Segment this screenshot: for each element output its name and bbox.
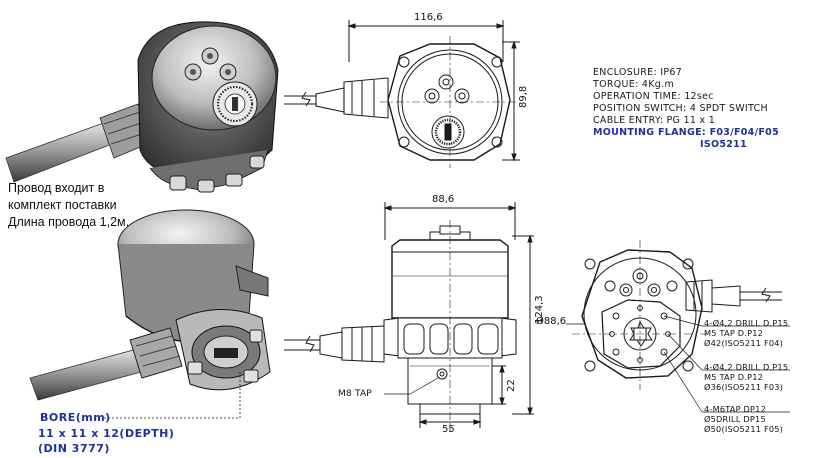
spec-cable-entry: CABLE ENTRY: PG 11 x 1 xyxy=(593,115,716,126)
bottom-view xyxy=(566,240,790,413)
dim-bottom-diameter: Ø88,6 xyxy=(536,316,567,327)
bore-title: BORE(mm) xyxy=(40,411,111,424)
bore-size: 11 x 11 x 12(DEPTH) xyxy=(38,427,175,440)
f03-note-2: M5 TAP D.P12 xyxy=(704,372,764,382)
dim-top-width: 116,6 xyxy=(414,12,443,23)
f05-note-1: 4-M6TAP DP12 xyxy=(704,404,767,414)
dim-base-width: 55 xyxy=(442,424,455,435)
spec-enclosure: ENCLOSURE: IP67 xyxy=(593,67,683,78)
top-view xyxy=(284,20,520,168)
f03-note-1: 4-Ø4,2 DRILL D.P15 xyxy=(704,362,789,372)
cable-note-line2: комплект поставки xyxy=(8,198,117,212)
iso-view-top xyxy=(5,21,279,193)
cable-note-line3: Длина провода 1,2м. xyxy=(8,215,130,229)
dim-front-width: 88,6 xyxy=(432,194,455,205)
f04-note-1: 4-Ø4,2 DRILL D.P15 xyxy=(704,318,789,328)
spec-iso: ISO5211 xyxy=(700,139,747,150)
f04-note-2: M5 TAP D.P12 xyxy=(704,328,764,338)
bore-leader xyxy=(104,372,241,419)
spec-operation-time: OPERATION TIME: 12sec xyxy=(593,91,714,102)
f04-note-3: Ø42(ISO5211 F04) xyxy=(704,338,784,348)
cable-note-line1: Провод входит в xyxy=(8,181,105,195)
spec-torque: TORQUE: 4Kg.m xyxy=(593,79,675,90)
bore-standard: (DIN 3777) xyxy=(38,442,110,455)
f03-note-3: Ø36(ISO5211 F03) xyxy=(704,382,784,392)
m8-tap-label: M8 TAP xyxy=(338,389,372,399)
spec-mounting-flange: MOUNTING FLANGE: F03/F04/F05 xyxy=(593,127,779,138)
dim-top-height: 89,8 xyxy=(518,85,529,108)
front-view xyxy=(284,202,534,432)
dim-base-height: 22 xyxy=(506,379,517,392)
f05-note-2: Ø5DRILL DP15 xyxy=(704,414,766,424)
f05-note-3: Ø50(ISO5211 F05) xyxy=(704,424,784,434)
iso-view-bottom xyxy=(29,209,271,401)
spec-position-switch: POSITION SWITCH: 4 SPDT SWITCH xyxy=(593,103,768,114)
